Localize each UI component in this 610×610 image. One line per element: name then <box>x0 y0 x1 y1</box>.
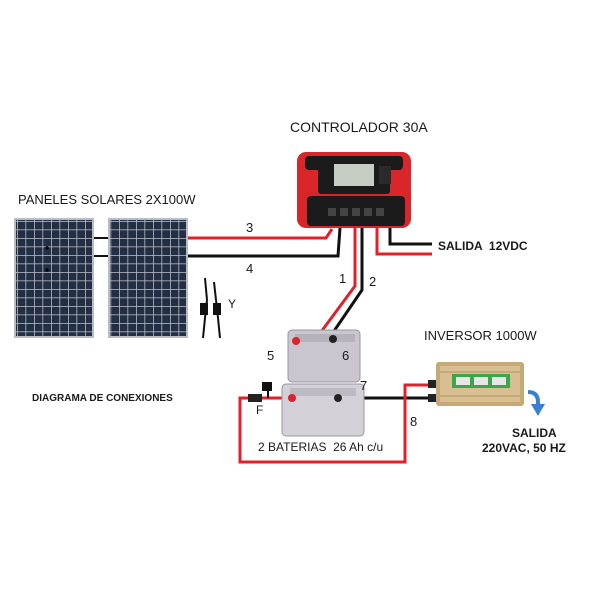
wire-number-1: 1 <box>339 271 346 286</box>
wire-number-4: 4 <box>246 261 253 276</box>
wire-number-8: 8 <box>410 414 417 429</box>
wire-4 <box>188 227 342 258</box>
wire-number-2: 2 <box>369 274 376 289</box>
batteries-label: 2 BATERIAS 26 Ah c/u <box>258 440 383 454</box>
wire-number-3: 3 <box>246 220 253 235</box>
output-ac-label-1: SALIDA <box>512 426 557 440</box>
wire-number-5: 5 <box>267 348 274 363</box>
battery-positive-terminal <box>292 337 300 345</box>
battery-2 <box>281 383 365 437</box>
wire-12v-positive <box>375 228 432 256</box>
wire-1 <box>296 228 357 342</box>
wire-3 <box>188 228 334 240</box>
fuse <box>248 382 272 402</box>
y-connector <box>200 277 221 339</box>
wire-2 <box>330 228 364 335</box>
battery-2-positive-terminal <box>288 394 296 402</box>
charge-controller <box>297 152 411 228</box>
panels-title: PANELES SOLARES 2X100W <box>18 192 196 207</box>
battery-1 <box>287 329 361 383</box>
inverter <box>428 362 524 406</box>
y-connector-label: Y <box>228 297 236 311</box>
battery-negative-terminal <box>329 335 337 343</box>
controller-title: CONTROLADOR 30A <box>290 119 428 135</box>
fuse-label: F <box>256 403 263 417</box>
wire-number-6: 6 <box>342 348 349 363</box>
battery-2-negative-terminal <box>334 394 342 402</box>
output-ac-label-2: 220VAC, 50 HZ <box>482 441 566 455</box>
wire-number-7: 7 <box>360 378 367 393</box>
diagram-title: DIAGRAMA DE CONEXIONES <box>32 393 173 404</box>
solar-panel-left <box>14 218 94 338</box>
solar-panel-right <box>108 218 188 338</box>
output-12v-label: SALIDA 12VDC <box>438 239 528 253</box>
output-arrow-icon <box>527 390 545 416</box>
wire-12v-negative <box>388 228 432 246</box>
inverter-title: INVERSOR 1000W <box>424 328 537 343</box>
